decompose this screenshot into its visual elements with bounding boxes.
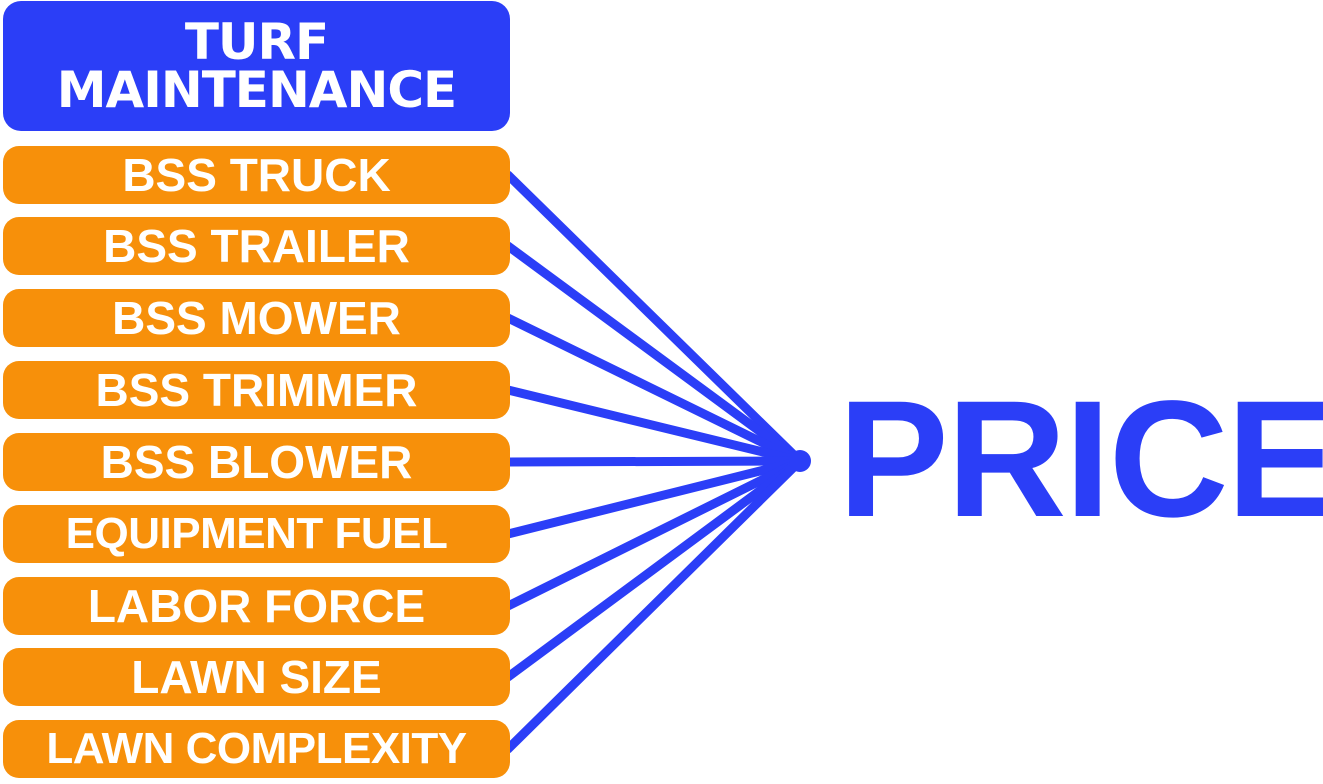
factor-equipment-fuel: EQUIPMENT FUEL (3, 505, 510, 563)
connector-line-4 (503, 385, 805, 466)
header-title-line2: MAINTENANCE (56, 61, 457, 119)
factor-lawn-size: LAWN SIZE (3, 648, 510, 706)
factor-bss-trimmer: BSS TRIMMER (3, 361, 510, 419)
connector-line-2 (503, 241, 805, 466)
factor-lawn-complexity: LAWN COMPLEXITY (3, 720, 510, 778)
connector-line-8 (503, 456, 805, 682)
connector-line-1 (503, 170, 805, 466)
connector-line-7 (503, 456, 805, 611)
factor-labor-force: LABOR FORCE (3, 577, 510, 635)
connector-line-5 (503, 456, 805, 467)
factor-bss-blower: BSS BLOWER (3, 433, 510, 491)
convergence-point (789, 450, 811, 472)
factor-bss-mower: BSS MOWER (3, 289, 510, 347)
category-header: TURF MAINTENANCE (3, 1, 510, 131)
factor-bss-truck: BSS TRUCK (3, 146, 510, 204)
connector-line-3 (503, 313, 805, 466)
connector-line-9 (503, 456, 805, 754)
connector-line-6 (503, 456, 805, 539)
factor-bss-trailer: BSS TRAILER (3, 217, 510, 275)
result-price: PRICE (838, 367, 1323, 552)
header-title-line1: TURF (184, 13, 329, 71)
